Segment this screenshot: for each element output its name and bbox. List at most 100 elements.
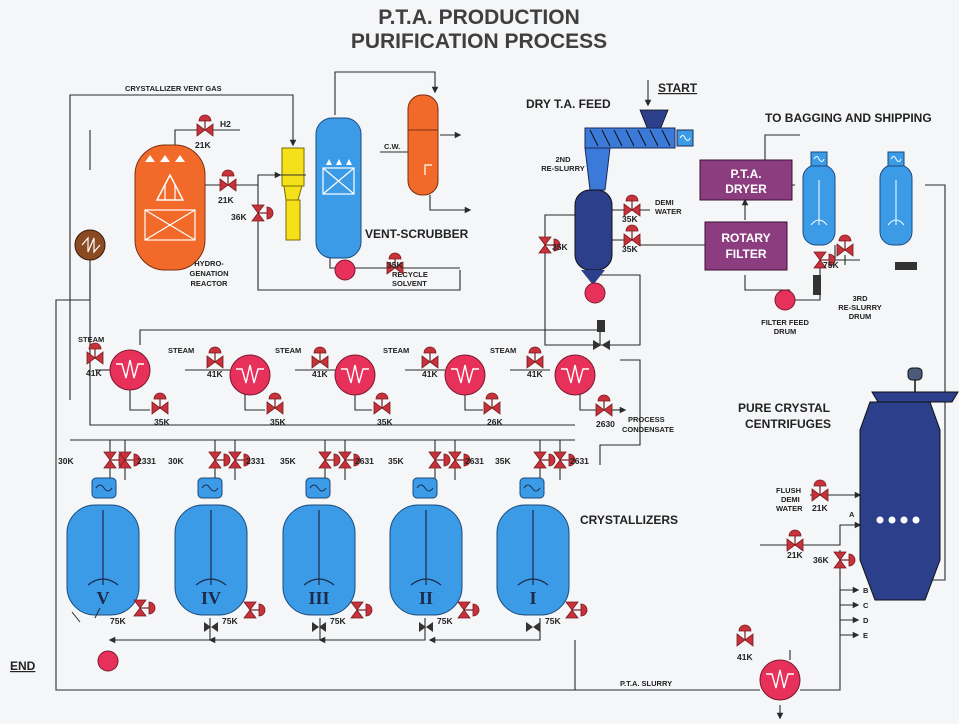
pure-crystal-heading-1: PURE CRYSTAL <box>738 401 830 415</box>
outlet-a: A <box>849 510 855 519</box>
crystallizer-numeral-v: V <box>97 588 110 608</box>
heater-3 <box>334 354 376 396</box>
valve-c7[interactable] <box>428 451 451 469</box>
valve-b1[interactable] <box>133 599 156 617</box>
tag-75k-dryer: 75K <box>823 260 839 270</box>
reslurry-discharge-valve <box>593 320 610 350</box>
valve-h5[interactable] <box>526 346 544 369</box>
tag-c4: 2331 <box>246 456 265 466</box>
tag-b4: 75K <box>437 616 453 626</box>
recycle-label-2: SOLVENT <box>392 279 427 288</box>
bagging-heading: TO BAGGING AND SHIPPING <box>765 111 932 125</box>
reslurry3-label-1: 3RD <box>852 294 868 303</box>
outlet-c: C <box>863 601 869 610</box>
tag-c10: 2631 <box>570 456 589 466</box>
crystallizer-v <box>66 477 140 623</box>
reactor-label-2: GENATION <box>189 269 228 278</box>
steam-label-5: STEAM <box>490 346 516 355</box>
outlet-d: D <box>863 616 869 625</box>
outlet-e: E <box>863 631 868 640</box>
vent-scrubber-heading: VENT-SCRUBBER <box>365 227 469 241</box>
crystallizer-numeral-ii: II <box>419 588 433 608</box>
tag-b1: 75K <box>110 616 126 626</box>
valve-h4[interactable] <box>421 346 439 369</box>
valve-hb4[interactable] <box>483 392 501 415</box>
reslurry3-label-2: RE-SLURRY <box>838 303 881 312</box>
process-condensate-label-2: CONDENSATE <box>622 425 674 434</box>
valve-h3[interactable] <box>311 346 329 369</box>
crystallizer-iv <box>174 477 248 616</box>
hydrogenation-reactor <box>134 144 206 271</box>
tag-c1: 30K <box>58 456 74 466</box>
valve-36k-a[interactable] <box>251 204 274 222</box>
discharge-valves <box>204 622 540 632</box>
vent-condenser <box>407 94 439 196</box>
valve-c3[interactable] <box>208 451 231 469</box>
slurry-label: P.T.A. SLURRY <box>620 679 672 688</box>
tag-hb6: 2630 <box>596 419 615 429</box>
valve-41k-slurry[interactable] <box>736 624 754 647</box>
start-heading: START <box>658 81 698 95</box>
crystallizer-i <box>496 477 570 616</box>
tag-35k-filter: 35K <box>622 244 638 254</box>
valve-21k-h2[interactable] <box>196 114 214 137</box>
filter-feed-label-2: DRUM <box>774 327 797 336</box>
dryer-label-1: P.T.A. <box>730 167 761 181</box>
reactor-label-3: REACTOR <box>191 279 229 288</box>
third-reslurry-drum <box>879 151 913 246</box>
tag-c2: 2331 <box>137 456 156 466</box>
reslurry2-label-2: RE-SLURRY <box>541 164 584 173</box>
pure-crystal-heading-2: CENTRIFUGES <box>745 417 831 431</box>
tag-36k-a: 36K <box>231 212 247 222</box>
tag-b2: 75K <box>222 616 238 626</box>
valve-21k-b[interactable] <box>786 529 804 552</box>
tag-21k-h2: 21K <box>195 140 211 150</box>
valve-35k-demi[interactable] <box>623 194 641 217</box>
valve-36k-b[interactable] <box>833 551 856 569</box>
valve-hb3[interactable] <box>373 392 391 415</box>
valve-hb2[interactable] <box>266 392 284 415</box>
valve-b5[interactable] <box>565 601 588 619</box>
outlet-b: B <box>863 586 869 595</box>
valve-h1[interactable] <box>86 342 104 365</box>
tag-35k-demi: 35K <box>622 214 638 224</box>
valve-21k-flush[interactable] <box>811 479 829 502</box>
valve-h2[interactable] <box>206 346 224 369</box>
valve-b4[interactable] <box>457 601 480 619</box>
cw-label: C.W. <box>384 142 400 151</box>
reslurry2-label-1: 2ND <box>555 155 571 164</box>
valve-b2[interactable] <box>243 601 266 619</box>
valve-c5[interactable] <box>318 451 341 469</box>
valve-c9[interactable] <box>533 451 556 469</box>
tag-h3: 41K <box>312 369 328 379</box>
steam-label-2: STEAM <box>168 346 194 355</box>
tag-h2-valve: 41K <box>207 369 223 379</box>
tag-b5: 75K <box>545 616 561 626</box>
recycle-pump <box>334 259 356 281</box>
valve-b3[interactable] <box>350 601 373 619</box>
steam-label-1: STEAM <box>78 335 104 344</box>
heater-1 <box>109 349 151 391</box>
reslurry3-label-3: DRUM <box>849 312 872 321</box>
valve-tags: H2 21K 21K 36K 35K 35K 35K 35K 75K 21K 2… <box>58 119 839 662</box>
valve-hb1[interactable] <box>151 392 169 415</box>
steam-label-4: STEAM <box>383 346 409 355</box>
tag-h5: 41K <box>527 369 543 379</box>
heater-4 <box>444 354 486 396</box>
steam-label-3: STEAM <box>275 346 301 355</box>
pta-dryer: P.T.A. DRYER <box>699 159 793 201</box>
flush-label-3: WATER <box>776 504 803 513</box>
tag-hb3: 35K <box>377 417 393 427</box>
valve-hb6[interactable] <box>595 394 613 417</box>
flush-label-2: DEMI <box>781 495 800 504</box>
crystallizers-heading: CRYSTALLIZERS <box>580 513 678 527</box>
tag-21k-flush: 21K <box>812 503 828 513</box>
valve-21k-a[interactable] <box>219 169 237 192</box>
valve-dryer-outlet[interactable] <box>836 234 854 257</box>
demi-water-label-2: WATER <box>655 207 682 216</box>
title-line-1: P.T.A. PRODUCTION <box>378 6 579 29</box>
tag-h2: H2 <box>220 119 231 129</box>
heater-2 <box>229 354 271 396</box>
reactor-preheater <box>74 229 106 261</box>
valve-35k-filter[interactable] <box>623 224 641 247</box>
